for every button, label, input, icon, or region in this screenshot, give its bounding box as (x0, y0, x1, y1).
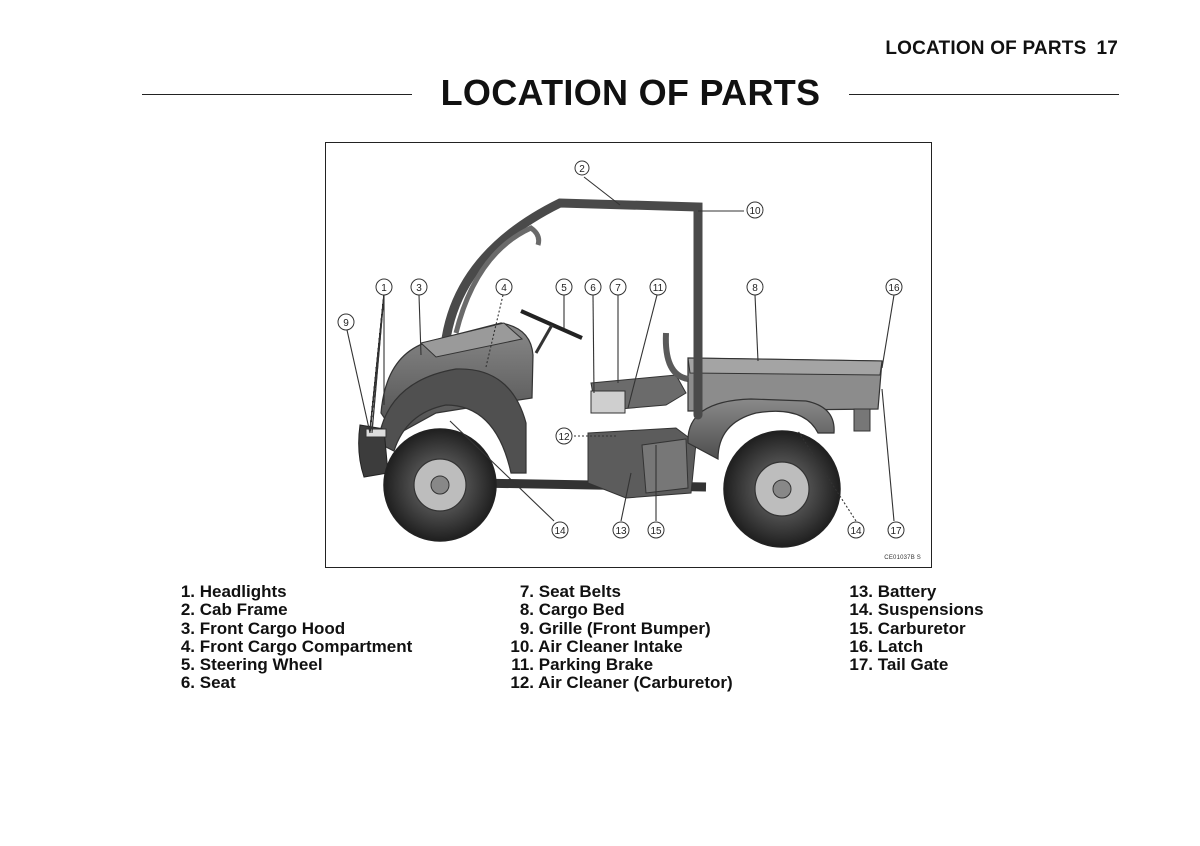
steering-column (534, 324, 554, 354)
vehicle-illustration: 2 10 1 3 4 5 6 7 11 8 16 9 12 14 13 15 1… (325, 142, 932, 568)
side-panel (641, 438, 689, 494)
callout-16: 16 (885, 278, 903, 296)
leader-16-line (881, 294, 895, 369)
svg-text:5: 5 (561, 283, 567, 294)
callout-13: 13 (612, 521, 630, 539)
callout-markers: 2 10 1 3 4 5 6 7 11 8 16 9 12 14 13 15 1… (337, 160, 905, 539)
leader-14a-line (449, 420, 555, 522)
legend-column-1: 1. Headlights 2. Cab Frame 3. Front Carg… (180, 582, 413, 693)
legend-item: 3. Front Cargo Hood (180, 618, 346, 638)
svg-text:4: 4 (501, 283, 507, 294)
running-header: LOCATION OF PARTS 17 (885, 38, 1118, 60)
leader-8-line (754, 294, 759, 362)
seat-label-plate (590, 390, 626, 414)
callout-1: 1 (375, 278, 393, 296)
legend-column-3: 13. Battery 14. Suspensions 15. Carburet… (845, 582, 984, 675)
steering-wheel-shape (520, 309, 583, 340)
rear-fender (687, 398, 835, 460)
legend-item: 10. Air Cleaner Intake (510, 636, 683, 656)
leader-3-line (418, 294, 422, 356)
legend-item: 16. Latch (849, 636, 924, 656)
legend-column-2: 7. Seat Belts 8. Cargo Bed 9. Grille (Fr… (507, 582, 733, 693)
svg-text:1: 1 (381, 283, 387, 294)
tail-light (853, 408, 871, 432)
leader-9-line (346, 329, 371, 434)
svg-text:9: 9 (343, 318, 349, 329)
svg-text:14: 14 (554, 526, 566, 537)
title-row: LOCATION OF PARTS (142, 70, 1119, 118)
legend-item: 9. Grille (Front Bumper) (519, 618, 711, 638)
svg-text:6: 6 (590, 283, 596, 294)
legend-item: 17. Tail Gate (849, 655, 949, 675)
callout-14-front: 14 (551, 521, 569, 539)
running-header-section: LOCATION OF PARTS (885, 38, 1087, 59)
callout-7: 7 (609, 278, 627, 296)
title-rule-left (142, 94, 412, 95)
svg-text:11: 11 (653, 283, 664, 294)
svg-text:7: 7 (615, 283, 621, 294)
svg-text:2: 2 (579, 164, 585, 175)
callout-14-rear: 14 (847, 521, 865, 539)
svg-text:15: 15 (650, 526, 662, 537)
leader-13-line (620, 472, 632, 522)
svg-text:8: 8 (752, 283, 758, 294)
callout-3: 3 (410, 278, 428, 296)
callout-4: 4 (495, 278, 513, 296)
callout-11: 11 (649, 278, 667, 296)
legend-item: 14. Suspensions (849, 600, 984, 620)
svg-text:12: 12 (558, 432, 570, 443)
callout-12: 12 (555, 427, 573, 445)
rear-hub (772, 479, 792, 499)
legend-item: 6. Seat (180, 673, 236, 693)
leader-2 (583, 176, 621, 206)
svg-text:13: 13 (615, 526, 627, 537)
legend-item: 12. Air Cleaner (Carburetor) (510, 673, 733, 693)
legend-item: 11. Parking Brake (511, 655, 654, 675)
headlight-shape (365, 428, 387, 438)
svg-text:10: 10 (749, 206, 761, 217)
callout-9: 9 (337, 313, 355, 331)
legend-item: 4. Front Cargo Compartment (180, 636, 413, 656)
callout-6: 6 (584, 278, 602, 296)
callout-2: 2 (574, 160, 590, 176)
grab-bar (453, 225, 542, 334)
svg-text:14: 14 (850, 526, 862, 537)
callout-layer (369, 294, 385, 434)
rear-bar (662, 332, 689, 382)
legend-item: 1. Headlights (180, 582, 287, 601)
svg-text:16: 16 (888, 283, 900, 294)
legend-item: 13. Battery (849, 582, 937, 601)
cargo-bed-top (687, 357, 883, 376)
svg-text:3: 3 (416, 283, 422, 294)
legend-item: 2. Cab Frame (180, 600, 288, 620)
leader-6-line (592, 294, 595, 394)
page-title: LOCATION OF PARTS (440, 72, 821, 113)
leader-14b-line (797, 430, 857, 522)
legend-item: 5. Steering Wheel (180, 655, 323, 675)
callout-8: 8 (746, 278, 764, 296)
front-fender (377, 368, 527, 474)
legend-item: 15. Carburetor (849, 618, 966, 638)
front-bumper (358, 424, 389, 478)
svg-text:17: 17 (890, 526, 902, 537)
page-number: 17 (1096, 38, 1118, 59)
leader-11-line (627, 294, 658, 409)
leader-4-line (485, 294, 504, 368)
hood-top (419, 322, 524, 358)
legend-item: 8. Cargo Bed (519, 600, 625, 620)
callout-10: 10 (746, 201, 764, 219)
leader-line-9 (369, 294, 385, 434)
callout-15: 15 (647, 521, 665, 539)
figure-code: CE01037B S (884, 555, 921, 561)
legend-item: 7. Seat Belts (519, 582, 621, 601)
leader-17-line (881, 388, 895, 522)
front-hub (430, 475, 450, 495)
callout-17: 17 (887, 521, 905, 539)
callout-5: 5 (555, 278, 573, 296)
title-rule-right (849, 94, 1119, 95)
